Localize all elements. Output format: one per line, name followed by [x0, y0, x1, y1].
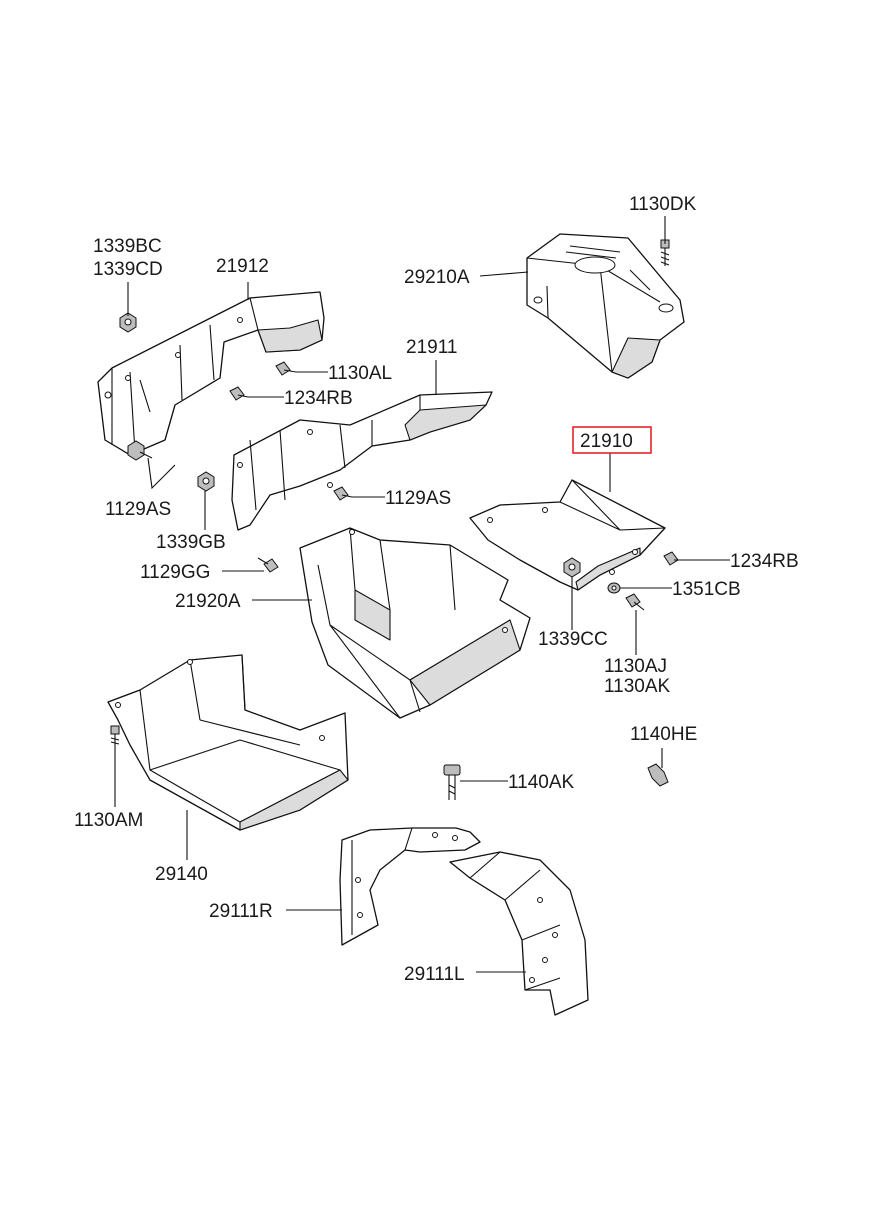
- label-29210A[interactable]: 29210A: [404, 267, 470, 288]
- part-21910[interactable]: [469, 479, 666, 591]
- label-21912[interactable]: 21912: [216, 256, 269, 277]
- emblem-icon: [574, 256, 616, 274]
- label-1129AS-left[interactable]: 1129AS: [105, 499, 171, 520]
- label-1140AK[interactable]: 1140AK: [508, 772, 575, 793]
- bolt-1130AM[interactable]: [110, 725, 120, 748]
- label-1234RB-top[interactable]: 1234RB: [284, 388, 353, 409]
- part-21912[interactable]: [97, 291, 325, 456]
- label-1140HE[interactable]: 1140HE: [630, 724, 697, 745]
- label-21920A[interactable]: 21920A: [175, 591, 241, 612]
- bolt-1129GG[interactable]: [257, 557, 279, 573]
- bolt-1130AJ[interactable]: [625, 593, 645, 611]
- part-21920A[interactable]: [299, 527, 531, 719]
- part-29140[interactable]: [107, 654, 349, 831]
- part-labels: 1130DK 1339BC 1339CD 21912 29210A 1130AL…: [74, 194, 799, 985]
- label-21910[interactable]: 21910: [580, 431, 633, 452]
- label-1130AJ[interactable]: 1130AJ: [604, 656, 667, 677]
- label-1351CB[interactable]: 1351CB: [672, 579, 741, 600]
- bolt-1129AS-mid[interactable]: [333, 486, 353, 501]
- label-1339BC[interactable]: 1339BC: [93, 236, 162, 257]
- label-29140[interactable]: 29140: [155, 864, 208, 885]
- bolt-1129AS-left[interactable]: [127, 440, 153, 461]
- label-1130AL[interactable]: 1130AL: [328, 363, 392, 384]
- label-1339GB[interactable]: 1339GB: [156, 532, 226, 553]
- label-1130AM[interactable]: 1130AM: [74, 810, 143, 831]
- label-29111R[interactable]: 29111R: [209, 901, 273, 922]
- part-21911[interactable]: [231, 391, 493, 531]
- bolt-1140HE[interactable]: [647, 763, 669, 787]
- part-29210A[interactable]: [526, 233, 685, 379]
- highlight-box: [572, 426, 652, 454]
- label-1339CD[interactable]: 1339CD: [93, 259, 163, 280]
- nut-1339GB[interactable]: [197, 471, 215, 492]
- label-29111L[interactable]: 29111L: [404, 964, 465, 985]
- bolt-1140AK[interactable]: [443, 764, 461, 800]
- label-21911[interactable]: 21911: [406, 337, 457, 358]
- bolt-1234RB-top[interactable]: [229, 386, 249, 401]
- nut-1339CC[interactable]: [563, 557, 581, 578]
- label-1129GG[interactable]: 1129GG: [140, 562, 210, 583]
- label-1130AK[interactable]: 1130AK: [604, 676, 671, 697]
- label-1339CC[interactable]: 1339CC: [538, 629, 608, 650]
- part-29111L[interactable]: [449, 851, 589, 1016]
- part-29111R[interactable]: [339, 827, 481, 946]
- label-1129AS-mid[interactable]: 1129AS: [385, 488, 451, 509]
- label-1234RB-right[interactable]: 1234RB: [730, 551, 799, 572]
- leader-lines: [114, 216, 730, 973]
- washer-1351CB[interactable]: [607, 582, 621, 594]
- bolt-1130AL[interactable]: [275, 361, 297, 376]
- bolt-1234RB-right[interactable]: [663, 551, 679, 566]
- label-1130DK[interactable]: 1130DK: [629, 194, 697, 215]
